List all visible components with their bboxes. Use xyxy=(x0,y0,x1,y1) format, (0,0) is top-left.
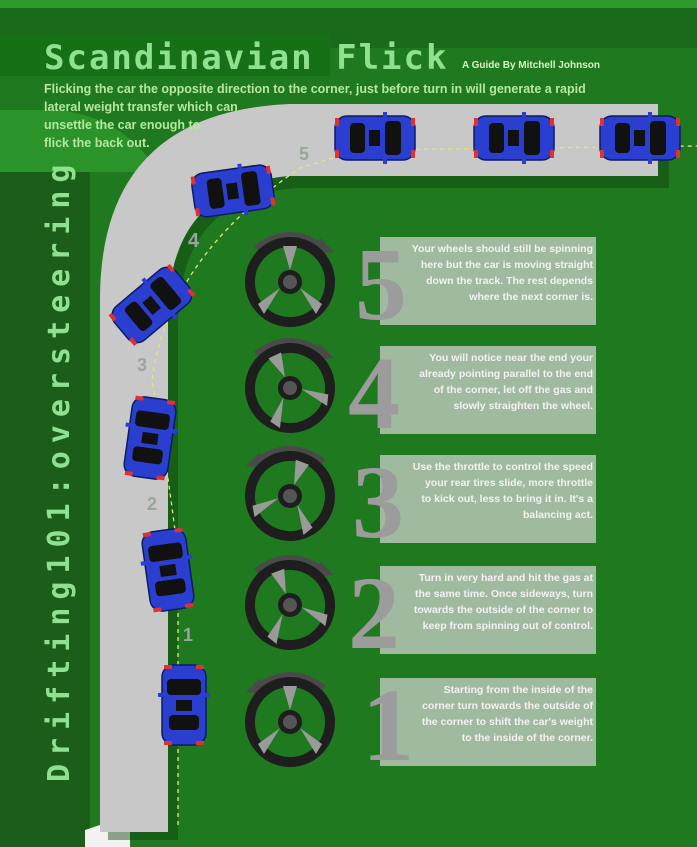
step-5-panel xyxy=(380,237,596,325)
step-1-panel xyxy=(380,678,596,766)
track-marker-1: 1 xyxy=(183,625,194,645)
step-3-panel xyxy=(380,455,596,543)
track-marker-4: 4 xyxy=(188,230,200,252)
step-1-number: 1 xyxy=(362,668,414,783)
step-5-number: 5 xyxy=(355,227,407,342)
step-2-panel xyxy=(380,566,596,654)
step-4-panel xyxy=(380,346,596,434)
step-5-text: Your wheels should still be spinning her… xyxy=(411,243,593,303)
step-1-text: Starting from the inside of the corner t… xyxy=(421,684,593,744)
intro-text: Flicking the car the opposite direction … xyxy=(44,82,586,150)
step-4-text: You will notice near the end your alread… xyxy=(419,352,593,412)
vertical-title: Drifting101:oversteering xyxy=(42,156,77,782)
step-2-number: 2 xyxy=(348,556,400,671)
track-marker-3: 3 xyxy=(137,355,148,375)
car-straight-3 xyxy=(599,111,681,165)
step-4-number: 4 xyxy=(348,336,400,451)
byline: A Guide By Mitchell Johnson xyxy=(462,60,600,71)
car-position-1 xyxy=(157,664,211,746)
track-marker-5: 5 xyxy=(299,144,310,164)
page-title: Scandinavian Flick xyxy=(44,38,449,78)
track-marker-2: 2 xyxy=(147,494,158,514)
step-3-number: 3 xyxy=(352,445,404,560)
step-3-text: Use the throttle to control the speed yo… xyxy=(412,461,593,521)
step-2-text: Turn in very hard and hit the gas at the… xyxy=(413,572,593,632)
